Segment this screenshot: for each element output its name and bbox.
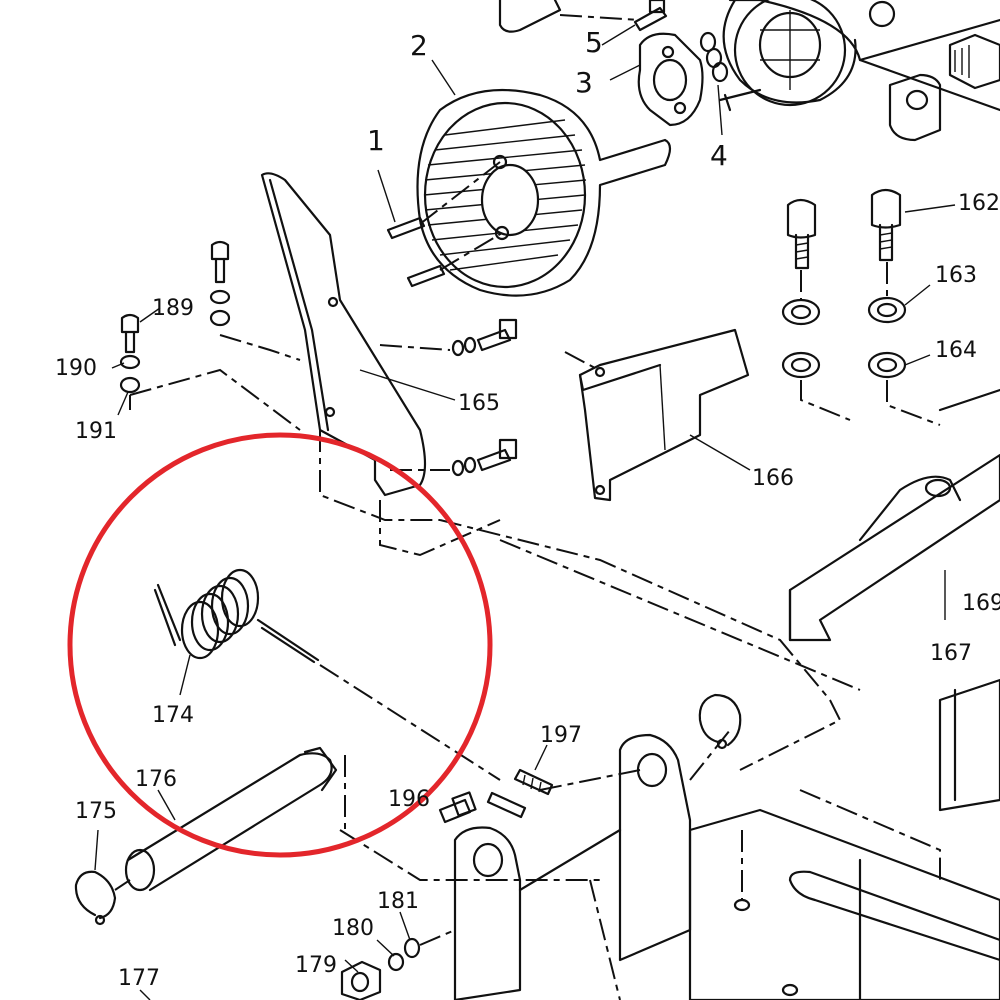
label-167: 167 [930,641,972,666]
label-166: 166 [752,466,794,491]
label-169: 169 [962,591,1000,616]
retaining-ring-part-175 [74,870,131,926]
label-196: 196 [388,787,430,812]
torsion-spring-part-174 [153,568,501,781]
bolt-stack-left-189 [119,313,141,410]
bolt-part-196 [438,791,477,824]
base-plate [688,808,1000,1000]
frame-part-167 [788,388,1000,812]
bolt-set-lower [390,438,518,477]
cover-part-166 [564,328,750,502]
hardware-stack-bottom [340,929,456,1000]
label-181: 181 [377,889,419,914]
label-2: 2 [410,29,428,62]
hinge-bracket [453,729,731,1000]
label-164: 164 [935,338,977,363]
label-191: 191 [75,419,117,444]
leader-lines [94,24,956,1000]
fan-guard-part-2 [416,88,672,297]
label-4: 4 [710,139,728,172]
label-190: 190 [55,356,97,381]
label-5: 5 [585,26,603,59]
cap-screw-right-162 [867,188,941,426]
gasket-plate-part-3 [637,32,704,127]
label-189: 189 [152,296,194,321]
assembly-dash-lines [129,334,941,1000]
label-1: 1 [367,124,385,157]
motor-housing [498,0,1000,142]
screw-part-5 [633,0,668,32]
part-labels: 2 5 3 4 1 162 163 164 165 166 169 167 18… [55,26,1000,991]
set-screws-part-197 [486,768,554,819]
label-3: 3 [575,66,593,99]
label-177: 177 [118,966,160,991]
label-197: 197 [540,723,582,748]
label-175: 175 [75,799,117,824]
label-180: 180 [332,916,374,941]
cap-screw-left-162 [781,198,851,421]
label-165: 165 [458,391,500,416]
bolt-stack-right [209,240,231,327]
label-162: 162 [958,191,1000,216]
pin-part-176 [124,746,346,892]
screws-part-1 [386,161,503,288]
highlight-circle [67,432,493,858]
washers-part-4 [699,31,729,83]
label-163: 163 [935,263,977,288]
bracket-plate-part-165 [260,172,501,557]
retaining-ring-upper [698,693,742,750]
bolt-set-upper [379,318,518,357]
label-174: 174 [152,703,194,728]
label-176: 176 [135,767,177,792]
label-179: 179 [295,953,337,978]
